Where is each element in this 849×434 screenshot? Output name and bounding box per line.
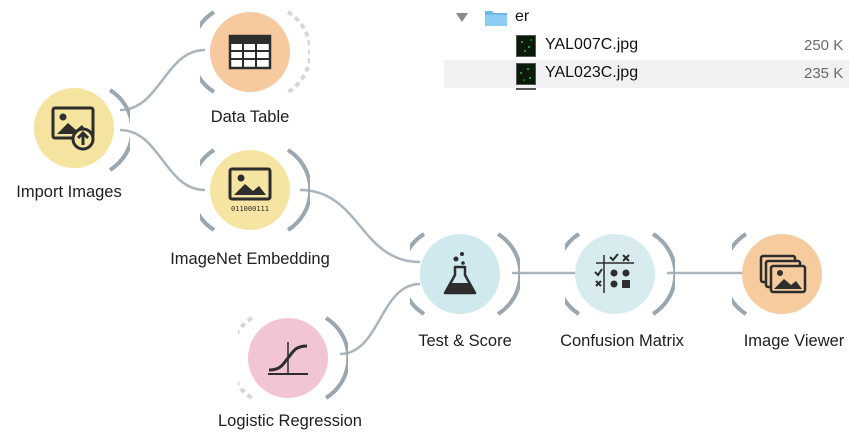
confusion-grid-icon	[594, 253, 634, 293]
image-embedding-icon: 011000111	[228, 167, 272, 213]
image-stack-icon	[759, 254, 807, 294]
link-import-to-table[interactable]	[119, 48, 206, 112]
flask-icon	[443, 252, 477, 295]
folder-name: er	[515, 8, 530, 25]
file-name: YAL007C.jpg	[545, 36, 639, 53]
image-thumbnail-icon	[516, 35, 536, 57]
link-embedding-to-testscore[interactable]	[299, 188, 421, 264]
disclosure-triangle-icon[interactable]	[456, 13, 468, 23]
import-images-output-arc	[108, 88, 130, 172]
image-upload-icon	[51, 106, 95, 151]
logistic-regression-arcs	[238, 316, 348, 400]
image-viewer-node[interactable]	[742, 234, 822, 314]
data-table-label: Data Table	[210, 108, 290, 126]
image-thumbnail-icon	[516, 63, 536, 85]
next-row-edge	[516, 88, 536, 90]
sigmoid-curve-icon	[268, 342, 308, 375]
logistic-regression-label: Logistic Regression	[218, 412, 362, 430]
test-score-node[interactable]	[420, 234, 500, 314]
import-images-node[interactable]	[34, 88, 114, 168]
confusion-matrix-node[interactable]	[575, 234, 655, 314]
file-row[interactable]: YAL023C.jpg 235 K	[444, 60, 849, 88]
image-viewer-label: Image Viewer	[743, 332, 845, 350]
link-logreg-to-testscore[interactable]	[339, 282, 421, 356]
file-name: YAL023C.jpg	[545, 64, 639, 81]
file-browser-list: er YAL007C.jpg 250 K YAL023C.jpg 235 K	[444, 0, 849, 90]
confusion-matrix-label: Confusion Matrix	[560, 332, 684, 350]
data-table-node[interactable]	[210, 12, 290, 92]
folder-row[interactable]: er	[444, 4, 849, 32]
test-score-arcs	[410, 232, 520, 316]
file-size: 250 K	[804, 37, 844, 54]
import-images-label: Import Images	[16, 183, 122, 201]
link-import-to-embedding[interactable]	[119, 128, 206, 192]
logistic-regression-node[interactable]	[248, 318, 328, 398]
imagenet-embedding-node[interactable]: 011000111	[210, 150, 290, 230]
file-row[interactable]: YAL007C.jpg 250 K	[444, 32, 849, 60]
image-viewer-input-arc	[732, 232, 748, 316]
test-score-label: Test & Score	[418, 332, 512, 350]
imagenet-embedding-label: ImageNet Embedding	[170, 250, 330, 268]
data-table-arcs	[200, 10, 310, 94]
confusion-matrix-arcs	[565, 232, 675, 316]
embedding-binary-caption: 011000111	[231, 205, 269, 213]
imagenet-embedding-arcs	[200, 148, 310, 232]
file-size: 235 K	[804, 65, 844, 82]
table-icon	[228, 34, 272, 70]
folder-icon	[485, 11, 507, 26]
